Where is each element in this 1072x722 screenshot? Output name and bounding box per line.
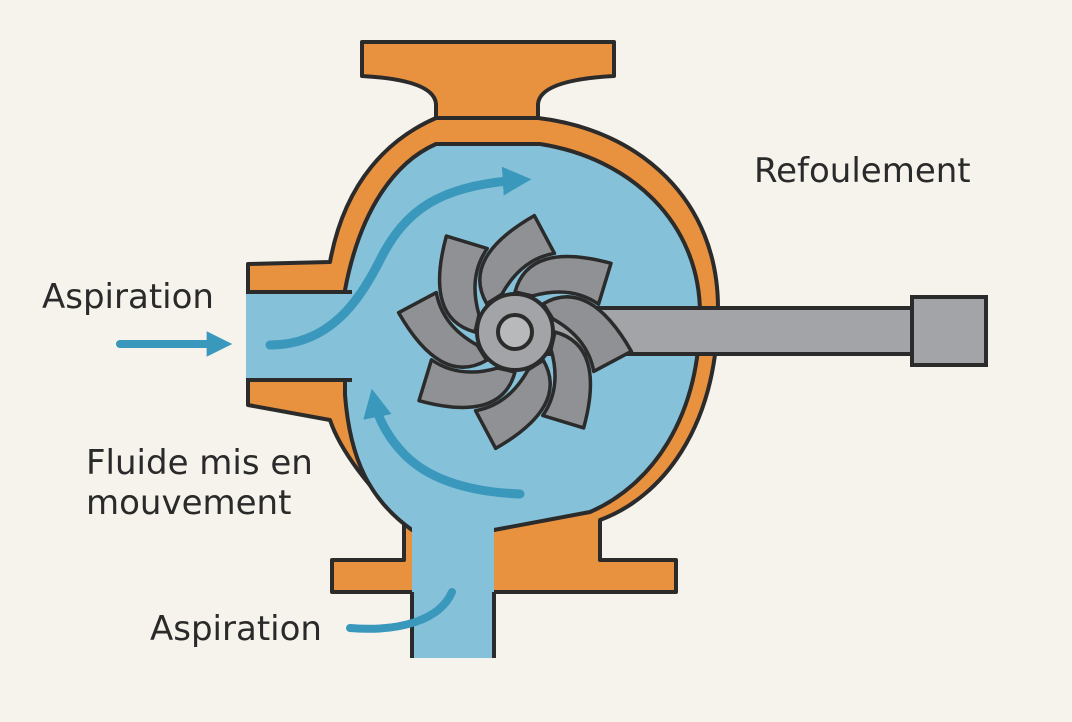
impeller-blade [540, 330, 593, 430]
external-arrows [116, 331, 456, 633]
suction-label-left: Aspiration [42, 277, 214, 317]
impeller-blade [478, 213, 557, 306]
impeller-blade [417, 357, 517, 410]
flow-arrows [265, 166, 532, 499]
fluid-motion-label-line2: mouvement [86, 483, 291, 523]
top-flange [360, 40, 616, 130]
impeller-blade [541, 295, 634, 374]
impeller-blade [513, 254, 613, 307]
labels: Refoulement Aspiration Fluide mis en mou… [42, 151, 971, 649]
suction-label-bottom: Aspiration [150, 609, 322, 649]
impeller [396, 213, 634, 451]
lower-flow-arrow [363, 388, 525, 499]
bottom-inlet-pipe [412, 510, 494, 658]
upper-flow-arrow [265, 166, 532, 350]
fluid-motion-label-line1: Fluide mis en [86, 443, 313, 483]
impeller-blade [437, 234, 490, 334]
impeller-blade [396, 290, 489, 369]
impeller-blade [473, 358, 552, 451]
bottom-inlet-arrow [346, 588, 456, 633]
shaft-coupling [910, 295, 988, 367]
impeller-blades [396, 213, 634, 451]
discharge-label: Refoulement [754, 151, 971, 191]
left-inlet-channel [246, 292, 352, 380]
shaft-hole [496, 313, 534, 351]
